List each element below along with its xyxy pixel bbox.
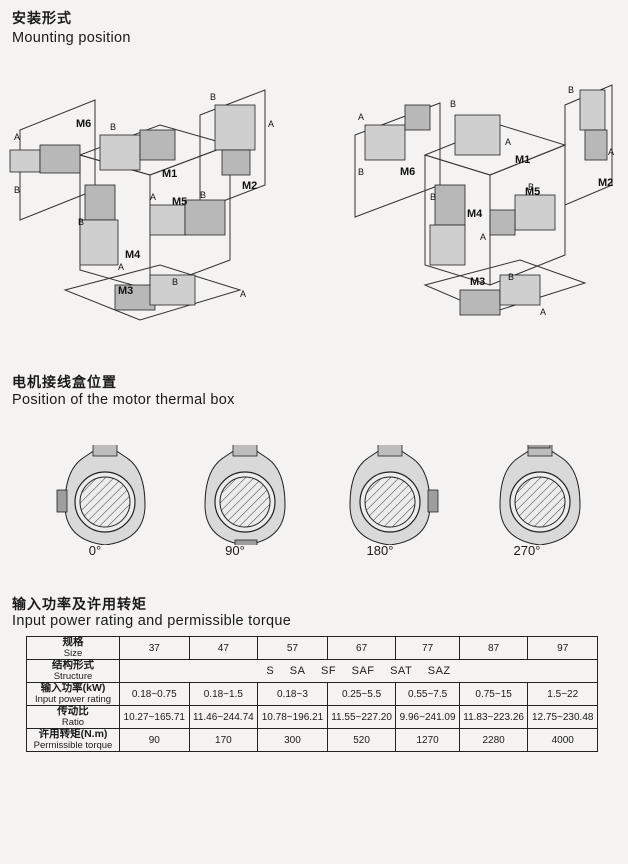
svg-text:A: A bbox=[240, 289, 246, 299]
svg-text:B: B bbox=[508, 272, 514, 282]
thermal-title-zh: 电机接线盒位置 bbox=[12, 374, 117, 390]
torque-cell: 2280 bbox=[458, 728, 529, 752]
ratio-cell: 11.46~244.74 bbox=[188, 705, 259, 729]
pos-m5: M5 bbox=[172, 196, 187, 208]
thermal-box-views bbox=[56, 445, 581, 545]
svg-text:B: B bbox=[210, 92, 216, 102]
svg-text:A: A bbox=[150, 192, 156, 202]
svg-text:M5: M5 bbox=[525, 186, 540, 198]
svg-text:A: A bbox=[608, 147, 614, 157]
torque-cell: 300 bbox=[257, 728, 328, 752]
gear-unit-m6 bbox=[9, 149, 41, 173]
pos-m3: M3 bbox=[118, 285, 133, 297]
size-cell: 87 bbox=[458, 636, 529, 660]
svg-text:A: A bbox=[480, 232, 486, 242]
angle-90: 90° bbox=[225, 543, 245, 558]
torque-cell: 520 bbox=[326, 728, 397, 752]
svg-text:B: B bbox=[358, 167, 364, 177]
ratio-cell: 12.75~230.48 bbox=[527, 705, 598, 729]
svg-text:A: A bbox=[358, 112, 364, 122]
svg-text:M6: M6 bbox=[400, 166, 415, 178]
thermal-box-270 bbox=[527, 445, 551, 449]
pos-m2: M2 bbox=[242, 180, 257, 192]
angle-180: 180° bbox=[366, 543, 394, 558]
svg-text:A: A bbox=[268, 119, 274, 129]
thermal-title-en: Position of the motor thermal box bbox=[12, 392, 235, 408]
mounting-title-zh: 安装形式 bbox=[12, 10, 72, 26]
power-cell: 0.18~0.75 bbox=[119, 682, 190, 706]
svg-text:M2: M2 bbox=[598, 177, 613, 189]
mounting-diagram-right: A B B A B A B A B B A M6 M1 M2 M5 M4 M3 bbox=[354, 84, 614, 317]
svg-text:A: A bbox=[540, 307, 546, 317]
torque-cell: 170 bbox=[188, 728, 259, 752]
ratio-cell: 11.55~227.20 bbox=[326, 705, 397, 729]
pos-m4: M4 bbox=[125, 249, 141, 261]
ratio-cell: 10.27~165.71 bbox=[119, 705, 190, 729]
thermal-box-180 bbox=[427, 489, 439, 513]
power-title-zh: 输入功率及许用转矩 bbox=[12, 596, 147, 612]
size-cell: 97 bbox=[527, 636, 598, 660]
svg-text:B: B bbox=[172, 277, 178, 287]
table-row-power: 输入功率(kW)Input power rating 0.18~0.75 0.1… bbox=[26, 682, 598, 706]
svg-text:B: B bbox=[568, 85, 574, 95]
torque-cell: 1270 bbox=[395, 728, 460, 752]
svg-text:B: B bbox=[430, 192, 436, 202]
power-cell: 0.55~7.5 bbox=[395, 682, 460, 706]
size-cell: 77 bbox=[395, 636, 460, 660]
angle-0: 0° bbox=[88, 543, 102, 558]
size-cell: 67 bbox=[326, 636, 397, 660]
mounting-diagram-left: A B B B A B A A B B A M6 M1 M2 M5 M4 M3 bbox=[9, 89, 274, 321]
svg-text:M4: M4 bbox=[467, 208, 483, 220]
ratio-cell: 10.78~196.21 bbox=[257, 705, 328, 729]
svg-text:M1: M1 bbox=[515, 154, 530, 166]
svg-text:B: B bbox=[110, 122, 116, 132]
thermal-box-90 bbox=[234, 539, 258, 545]
pos-m6: M6 bbox=[76, 118, 91, 130]
svg-text:B: B bbox=[528, 182, 534, 192]
ratio-cell: 9.96~241.09 bbox=[395, 705, 460, 729]
label-b: B bbox=[14, 185, 20, 195]
torque-cell: 90 bbox=[119, 728, 190, 752]
table-row-torque: 许用转矩(N.m)Permissible torque 90 170 300 5… bbox=[26, 728, 598, 752]
mounting-title-en: Mounting position bbox=[12, 30, 131, 46]
torque-cell: 4000 bbox=[527, 728, 598, 752]
size-cell: 37 bbox=[119, 636, 190, 660]
size-cell: 57 bbox=[257, 636, 328, 660]
svg-text:M3: M3 bbox=[470, 276, 485, 288]
power-cell: 0.18~1.5 bbox=[188, 682, 259, 706]
power-cell: 0.18~3 bbox=[257, 682, 328, 706]
structure-values: S SA SF SAF SAT SAZ bbox=[119, 659, 598, 683]
pos-m1: M1 bbox=[162, 168, 177, 180]
thermal-box-0 bbox=[56, 489, 68, 513]
power-cell: 1.5~22 bbox=[527, 682, 598, 706]
label-a: A bbox=[14, 132, 20, 142]
power-title-en: Input power rating and permissible torqu… bbox=[12, 613, 292, 629]
size-cell: 47 bbox=[188, 636, 259, 660]
svg-text:B: B bbox=[200, 190, 206, 200]
angle-270: 270° bbox=[513, 543, 541, 558]
svg-text:A: A bbox=[505, 137, 511, 147]
power-cell: 0.25~5.5 bbox=[326, 682, 397, 706]
power-cell: 0.75~15 bbox=[458, 682, 529, 706]
ratio-cell: 11.83~223.26 bbox=[458, 705, 529, 729]
svg-text:B: B bbox=[450, 99, 456, 109]
svg-text:A: A bbox=[118, 262, 124, 272]
svg-text:B: B bbox=[78, 217, 84, 227]
